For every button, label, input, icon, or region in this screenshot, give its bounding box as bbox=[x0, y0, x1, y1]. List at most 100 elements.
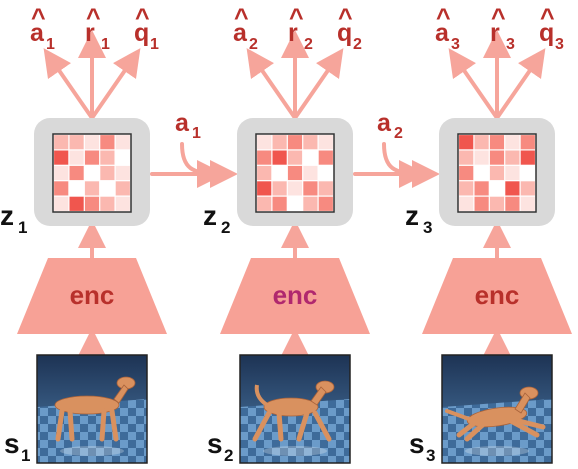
latent-cell bbox=[69, 196, 84, 211]
action-prediction-label-subscript: 1 bbox=[46, 36, 55, 53]
latent-cell bbox=[100, 135, 115, 150]
latent-state-label-subscript: 3 bbox=[423, 218, 432, 237]
latent-cell bbox=[84, 135, 100, 150]
latent-cell bbox=[115, 196, 130, 211]
latent-cell bbox=[505, 150, 520, 165]
floor-reflection bbox=[263, 446, 327, 456]
latent-cell bbox=[520, 135, 535, 150]
image-border bbox=[36, 354, 148, 464]
action-prediction-label-subscript: 3 bbox=[451, 36, 460, 53]
reward-prediction-label-base: r bbox=[85, 19, 95, 47]
dog-leg bbox=[252, 410, 272, 442]
state-label-subscript: 3 bbox=[426, 446, 435, 465]
latent-cell bbox=[287, 135, 303, 150]
latent-cell bbox=[505, 135, 520, 150]
latent-cell bbox=[69, 135, 84, 150]
value-prediction-label-subscript: 1 bbox=[150, 36, 159, 53]
dog-tail bbox=[445, 409, 471, 421]
state-label-base: s bbox=[207, 428, 223, 459]
latent-cell bbox=[505, 165, 520, 181]
state-label-subscript: 2 bbox=[224, 446, 233, 465]
latent-cell bbox=[272, 196, 287, 211]
latent-cell bbox=[318, 165, 333, 181]
latent-cell bbox=[84, 150, 100, 165]
latent-cell bbox=[54, 150, 69, 165]
encoder-label: enc bbox=[70, 280, 115, 310]
state-label-base: s bbox=[4, 428, 20, 459]
dog-body bbox=[263, 397, 319, 417]
latent-cell bbox=[303, 165, 318, 181]
checkered-floor bbox=[37, 399, 147, 463]
action-input-label-base: a bbox=[377, 109, 392, 137]
latent-cell bbox=[303, 135, 318, 150]
action-prediction-label-hat: ^ bbox=[436, 4, 451, 32]
latent-to-action-prediction-arrow bbox=[43, 48, 94, 120]
latent-cell bbox=[489, 181, 505, 196]
latent-to-action-prediction-arrow bbox=[448, 48, 499, 120]
latent-cell bbox=[54, 135, 69, 150]
latent-cell bbox=[318, 196, 333, 211]
value-prediction-label-base: q bbox=[539, 19, 554, 47]
reward-prediction-label-hat: ^ bbox=[491, 4, 506, 32]
latent-cell bbox=[303, 150, 318, 165]
latent-cell bbox=[474, 181, 489, 196]
action-prediction-label: a^2 bbox=[233, 4, 258, 53]
arrow-layer bbox=[43, 30, 546, 357]
latent-cell bbox=[318, 181, 333, 196]
dog-leg bbox=[67, 408, 75, 442]
encoder-label: enc bbox=[475, 280, 520, 310]
value-prediction-label-subscript: 2 bbox=[353, 36, 362, 53]
dog-figure bbox=[445, 386, 546, 442]
reward-prediction-label-hat: ^ bbox=[86, 4, 101, 32]
encoder-label: enc bbox=[273, 280, 318, 310]
action-input-label-subscript: 1 bbox=[192, 125, 201, 142]
state-label-subscript: 1 bbox=[21, 446, 30, 465]
reward-prediction-label: r^2 bbox=[288, 4, 313, 53]
dog-leg bbox=[456, 418, 480, 438]
action-input-label-base: a bbox=[175, 109, 190, 137]
latent-cell bbox=[287, 181, 303, 196]
latent-cell bbox=[84, 181, 100, 196]
dog-neck bbox=[113, 384, 129, 404]
action-prediction-label-hat: ^ bbox=[234, 4, 249, 32]
latent-cell bbox=[520, 165, 535, 181]
dog-leg bbox=[55, 408, 65, 442]
value-prediction-label-subscript: 3 bbox=[555, 36, 564, 53]
latent-cell bbox=[303, 181, 318, 196]
dog-neck bbox=[310, 386, 327, 406]
action-prediction-label-hat: ^ bbox=[31, 4, 46, 32]
latent-cell bbox=[459, 181, 474, 196]
latent-cell bbox=[115, 165, 130, 181]
latent-state-label-base: z bbox=[0, 200, 14, 231]
floor-reflection bbox=[60, 446, 124, 456]
latent-cell bbox=[69, 181, 84, 196]
reward-prediction-label-base: r bbox=[490, 19, 500, 47]
dog-body bbox=[54, 395, 120, 415]
reward-prediction-label-subscript: 3 bbox=[506, 36, 515, 53]
latent-cell bbox=[100, 196, 115, 211]
latent-cell bbox=[318, 150, 333, 165]
latent-to-action-prediction-arrow bbox=[246, 48, 297, 120]
value-prediction-label-base: q bbox=[134, 19, 149, 47]
dog-leg bbox=[464, 418, 490, 442]
latent-cell bbox=[54, 181, 69, 196]
latent-cell bbox=[489, 135, 505, 150]
encoder-trapezoid bbox=[17, 258, 167, 334]
reward-prediction-label-subscript: 2 bbox=[304, 36, 313, 53]
dog-tail bbox=[254, 384, 269, 407]
encoder-block: enc bbox=[220, 258, 370, 334]
encoder-trapezoid bbox=[220, 258, 370, 334]
latent-cell bbox=[489, 150, 505, 165]
latent-cell bbox=[69, 165, 84, 181]
latent-cell bbox=[505, 181, 520, 196]
action-prediction-label-base: a bbox=[30, 19, 45, 47]
latent-state-label-subscript: 1 bbox=[18, 218, 27, 237]
value-prediction-label-base: q bbox=[337, 19, 352, 47]
latent-cell bbox=[459, 165, 474, 181]
dog-leg bbox=[508, 418, 540, 438]
image-border bbox=[441, 354, 553, 464]
